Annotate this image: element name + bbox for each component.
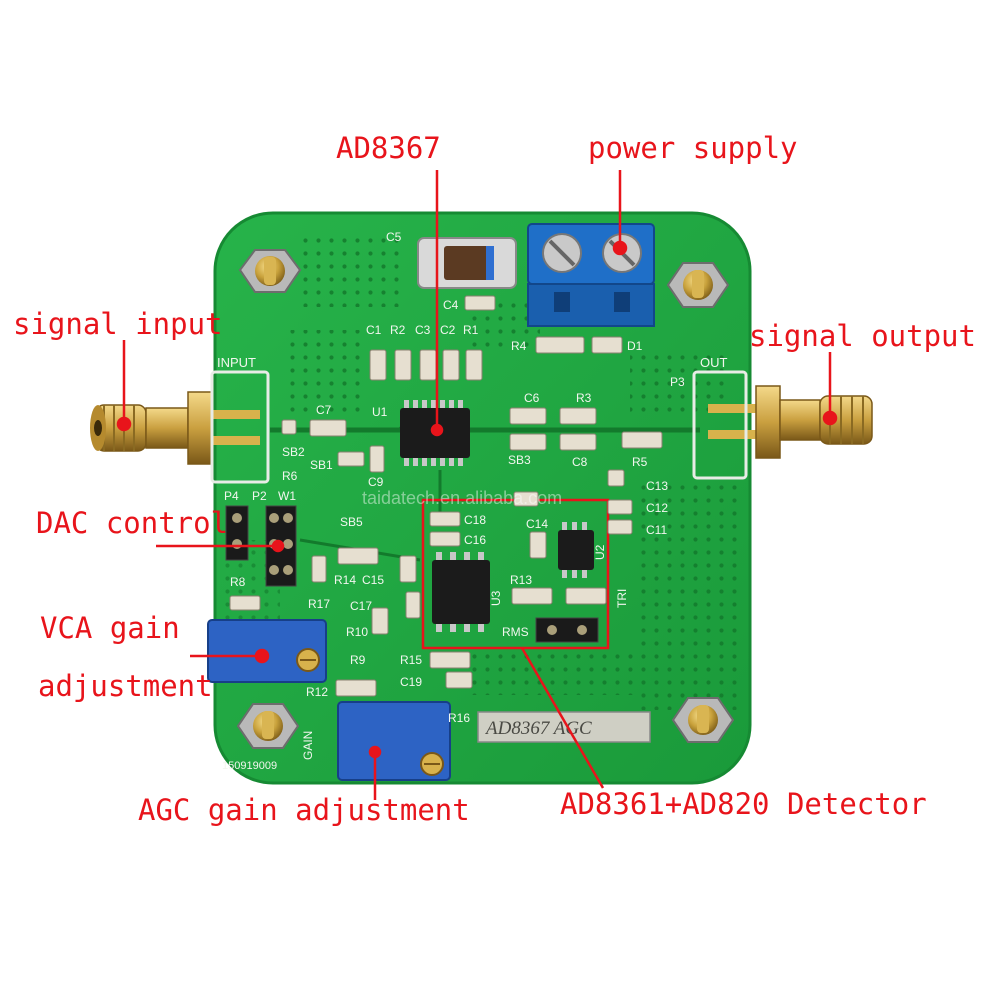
silk-p3: P3 bbox=[670, 375, 685, 389]
silk-r10: R10 bbox=[346, 625, 368, 639]
silk-c11: C11 bbox=[646, 523, 667, 537]
silk-r13: R13 bbox=[510, 573, 532, 587]
standoff-top-right bbox=[666, 262, 730, 308]
callout-power-supply: power supply bbox=[588, 131, 798, 165]
sma-output-connector bbox=[708, 385, 873, 459]
silk-r5: R5 bbox=[632, 455, 648, 469]
silk-c8: C8 bbox=[572, 455, 588, 469]
watermark: taidatech.en.alibaba.com bbox=[362, 488, 562, 508]
silk-c3: C3 bbox=[415, 323, 431, 337]
callout-ad8367: AD8367 bbox=[336, 131, 441, 165]
silk-w1: W1 bbox=[278, 489, 296, 503]
silk-c14: C14 bbox=[526, 517, 548, 531]
silk-r3: R3 bbox=[576, 391, 592, 405]
silk-sb2: SB2 bbox=[282, 445, 305, 459]
brand-text: AD8367 AGC bbox=[484, 718, 592, 739]
silk-c13: C13 bbox=[646, 479, 668, 493]
silk-c1: C1 bbox=[366, 323, 382, 337]
silk-input-label: INPUT bbox=[217, 355, 256, 370]
silk-p4: P4 bbox=[224, 489, 239, 503]
silk-sb5: SB5 bbox=[340, 515, 363, 529]
silk-r1: R1 bbox=[463, 323, 479, 337]
silk-r16: R16 bbox=[448, 711, 470, 725]
trimmer-agc-gain bbox=[337, 701, 451, 781]
callout-agc-gain-adjustment: AGC gain adjustment bbox=[138, 793, 470, 827]
silk-c17: C17 bbox=[350, 599, 372, 613]
ic-u3-ad8361 bbox=[432, 552, 490, 632]
callout-vca-gain-line1: VCA gain bbox=[40, 611, 180, 645]
silk-c9: C9 bbox=[368, 475, 384, 489]
standoff-bottom-right bbox=[671, 697, 735, 743]
silk-u1: U1 bbox=[372, 405, 388, 419]
silk-sb3: SB3 bbox=[508, 453, 531, 467]
silk-r6: R6 bbox=[282, 469, 298, 483]
silk-c15: C15 bbox=[362, 573, 384, 587]
silk-c5: C5 bbox=[386, 230, 402, 244]
silk-u3: U3 bbox=[489, 590, 503, 606]
silk-r8: R8 bbox=[230, 575, 246, 589]
capacitor-c5 bbox=[417, 237, 517, 289]
silk-c18: C18 bbox=[464, 513, 486, 527]
callout-vca-gain-line2: adjustment bbox=[38, 669, 213, 703]
silk-r12: R12 bbox=[306, 685, 328, 699]
silk-r17: R17 bbox=[308, 597, 330, 611]
silk-c12: C12 bbox=[646, 501, 668, 515]
standoff-bottom-left bbox=[236, 703, 300, 749]
silk-out-label: OUT bbox=[700, 355, 728, 370]
silk-u2: U2 bbox=[593, 544, 607, 560]
silk-r4: R4 bbox=[511, 339, 527, 353]
standoff-top-left bbox=[238, 249, 302, 293]
silk-p2: P2 bbox=[252, 489, 267, 503]
callout-signal-input: signal input bbox=[13, 307, 223, 341]
silk-sb1: SB1 bbox=[310, 458, 333, 472]
callout-lines bbox=[116, 170, 838, 800]
silkscreen-labels: INPUT OUT 150919009 GAIN C5 C4 C1 R2 C3 … bbox=[217, 230, 728, 772]
silk-gain-label: GAIN bbox=[301, 731, 315, 760]
silk-c6: C6 bbox=[524, 391, 540, 405]
silk-c7: C7 bbox=[316, 403, 332, 417]
ic-u2-ad820 bbox=[558, 522, 594, 578]
silk-r14: R14 bbox=[334, 573, 356, 587]
silk-c19: C19 bbox=[400, 675, 422, 689]
silk-r2: R2 bbox=[390, 323, 406, 337]
silk-c16: C16 bbox=[464, 533, 486, 547]
brand-plate: AD8367 AGC bbox=[477, 711, 651, 743]
jumper-rms bbox=[535, 617, 599, 643]
silk-r9: R9 bbox=[350, 653, 366, 667]
output-silk-frame bbox=[692, 370, 748, 480]
silk-c2: C2 bbox=[440, 323, 456, 337]
callout-detector: AD8361+AD820 Detector bbox=[560, 787, 927, 821]
callout-signal-output: signal output bbox=[749, 319, 976, 353]
power-terminal-block bbox=[527, 223, 655, 327]
silk-serial: 150919009 bbox=[222, 760, 277, 772]
silk-tri: TRI bbox=[615, 589, 629, 608]
silk-d1: D1 bbox=[627, 339, 643, 353]
smd-components bbox=[229, 295, 663, 697]
silk-c4: C4 bbox=[443, 298, 459, 312]
silk-rms: RMS bbox=[502, 625, 529, 639]
silk-r15: R15 bbox=[400, 653, 422, 667]
input-silk-frame bbox=[210, 370, 270, 484]
callout-dac-control: DAC control bbox=[36, 506, 229, 540]
